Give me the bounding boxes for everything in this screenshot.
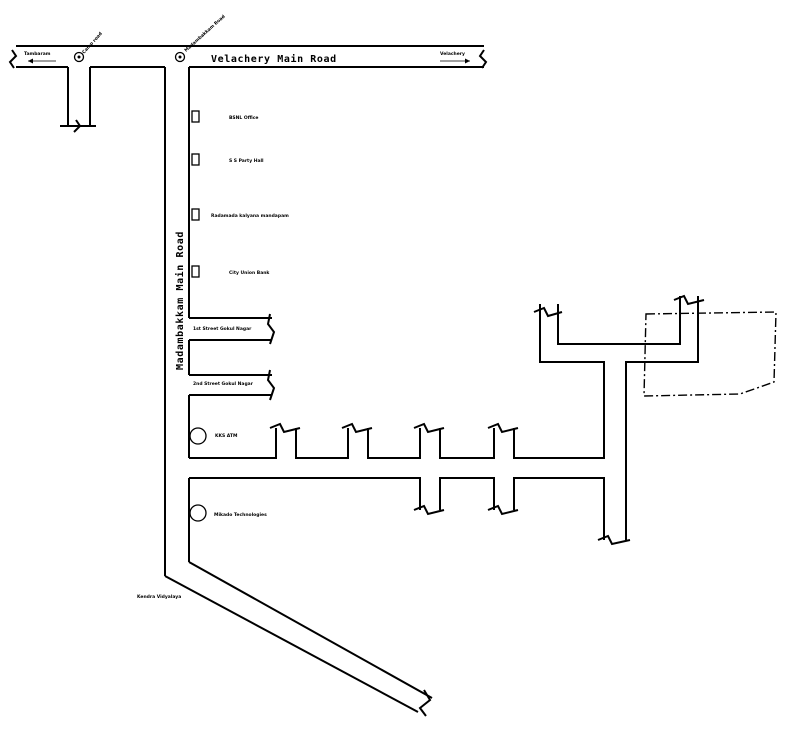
kalyana-mandapam-marker (191, 208, 200, 221)
bank-marker (191, 265, 200, 278)
party-hall-label: S S Party Hall (229, 158, 264, 164)
madambakkam-road-label: Madambakkam Main Road (174, 231, 186, 370)
camp-road-label: Camp road (81, 31, 104, 55)
bank-label: City Union Bank (229, 270, 270, 276)
madambakkam-main-road (164, 67, 190, 576)
bsnl-office-marker (191, 110, 200, 123)
street1-label: 1st Street Gokul Nagar (193, 326, 252, 332)
gokul-nagar-streets (189, 313, 276, 401)
arrow-left-icon (28, 58, 56, 64)
atm-label: KKS ATM (215, 433, 238, 439)
madambakkam-circle-label: Madambakkam Road (183, 14, 226, 54)
tech-marker (189, 504, 207, 522)
road-break-left (8, 49, 18, 69)
camp-road-circle-marker (73, 51, 85, 63)
camp-road-spur (60, 67, 96, 133)
street2-label: 2nd Street Gokul Nagar (193, 381, 254, 387)
madambakkam-road-circle-marker (174, 51, 186, 63)
atm-marker (189, 427, 207, 445)
velachery-end-label: Velachery (440, 51, 465, 57)
party-hall-marker (191, 153, 200, 166)
diagonal-road (164, 561, 433, 717)
tech-label: Mikado Technologies (214, 512, 267, 518)
velachery-main-road (8, 45, 488, 69)
bsnl-office-label: BSNL Office (229, 115, 258, 121)
school-label: Kendra Vidyalaya (137, 594, 181, 600)
tambaram-label: Tambaram (24, 51, 51, 57)
arrow-right-icon (440, 58, 470, 64)
plot-boundary (643, 311, 777, 397)
road-break-right (478, 49, 488, 69)
velachery-road-label: Velachery Main Road (211, 53, 337, 65)
kalyana-mandapam-label: Radamada kalyana mandapam (211, 213, 289, 219)
lower-road-network (189, 294, 705, 546)
